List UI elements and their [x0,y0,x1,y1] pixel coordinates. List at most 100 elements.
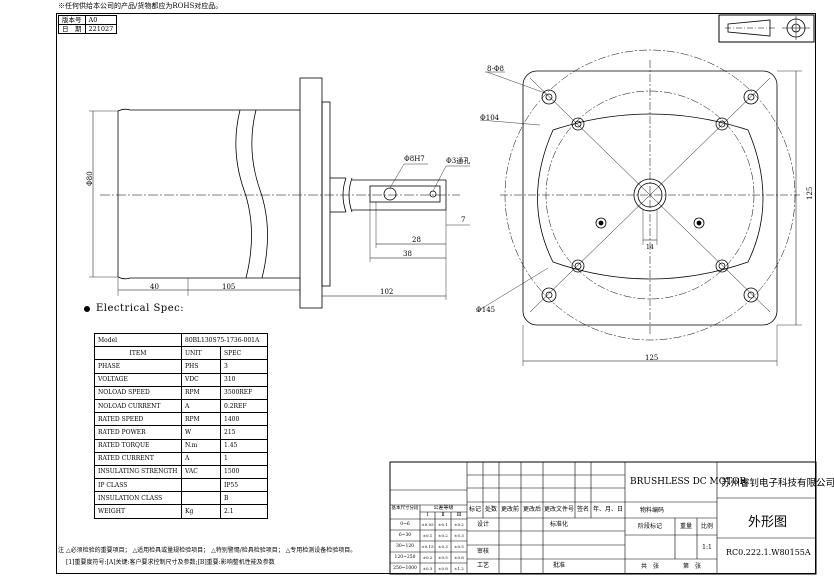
drawing-name: 外形图 [748,515,788,530]
tol-value: ±0.3 [454,533,464,538]
tol-value: ±0.15 [421,544,434,549]
cell-item: RATED SPEED [94,412,182,427]
cell-item: NOLOAD CURRENT [94,398,182,414]
dim-14: 14 [646,244,654,251]
material-code-label: 物料编码 [639,507,664,514]
front-view [475,49,802,366]
cell-unit: Kg [181,504,221,519]
dim-d104: Φ104 [480,114,500,122]
scale-value: 1:1 [702,544,712,551]
product-name: BRUSHLESS DC MOTOR [630,477,747,487]
triangle-icon: △ [211,547,216,554]
cell-item: RATED POWER [94,425,182,440]
date-label: 日 期 [58,24,86,34]
cell-unit: RPM [181,412,221,427]
cell-spec: 1 [220,451,268,466]
weight-label: 重量 [679,523,692,530]
tol-value: ±0.2 [422,555,433,560]
header-unit: UNIT [181,346,221,361]
tol-value: ±0.1 [438,522,448,527]
triangle-icon: △ [65,547,71,554]
tol-value: ±0.8 [454,555,464,560]
tol-grade-1: Ⅰ [426,512,429,518]
cell-unit [181,491,221,506]
total-sheets: 共 张 [640,563,659,570]
dim-d80: Φ80 [86,171,94,186]
cell-item: RATED TORQUE [94,438,182,453]
cell-spec: 3 [220,359,268,374]
cell-spec: 1500 [220,464,268,480]
drawing-number: RC0.222.1.W80155A [726,548,811,557]
design-label: 设计 [476,521,489,528]
tol-value: ±1.2 [454,566,464,571]
process-label: 工艺 [476,562,489,569]
tol-range: 250~1000 [393,566,417,571]
header-item: ITEM [94,346,182,361]
triangle-icon: △ [132,547,138,554]
tol-value: ±0.05 [421,522,434,527]
rev-header: 处数 [484,506,497,513]
side-view [89,77,470,309]
dim-d145: Φ145 [476,306,496,314]
electrical-spec-table: Model 80BL130S75-1736-001A ITEM UNIT SPE… [94,332,268,519]
cell-unit: VAC [181,464,221,480]
dim-holes: 8-Φ8 [487,65,505,73]
dim-38: 38 [403,250,412,258]
cell-unit: A [181,451,221,466]
date-value: 221027 [84,24,118,34]
cell-item: INSULATION CLASS [94,491,182,506]
cell-unit: W [181,425,221,440]
cell-unit [181,478,221,493]
rev-header: 签名 [576,506,589,513]
note-item: 适用检具或量规检验项目； [137,547,210,554]
bullet-icon [84,305,90,312]
rev-header: 更改前 [500,506,519,513]
cell-item: PHASE [94,359,182,374]
footer-note-2: [1]重要度符号:[A]关键:客户要求控制尺寸及参数;[B]重要:影响整机性能及… [66,559,275,566]
scale-label: 比例 [700,523,713,530]
electrical-spec-title: Electrical Spec: [84,303,184,314]
model-label: Model [94,332,182,348]
footer-note: 注 △必须检验的重要项目； △适用检具或量规检验项目； △特别警惕/检具检验项目… [58,546,356,555]
tol-range: 6~30 [398,533,412,538]
tol-header-grade: 公差等级 [433,505,454,511]
tol-grade-2: Ⅱ [441,512,445,518]
table-row: INSULATION CLASS B [94,491,268,506]
projection-symbol [718,14,815,43]
cell-spec: B [220,491,268,506]
note-item: 专用检测设备检验项目。 [290,547,357,554]
stage-mark-label: 阶段标记 [637,523,662,530]
version-value: A0 [84,15,118,25]
tol-range: 120~250 [394,555,416,560]
title-block-grid [389,461,817,575]
tol-value: ±0.2 [438,533,448,538]
cell-spec: 1.45 [220,438,268,453]
tol-value: ±0.8 [438,566,448,571]
dim-125-vertical: 125 [806,186,814,200]
dim-d8h7: Φ8H7 [404,155,425,163]
rev-header: 标记 [468,506,481,513]
cell-item: RATED CURRENT [94,451,182,466]
cell-unit: RPM [181,385,221,400]
dim-105: 105 [222,283,236,291]
sheet-number: 第 张 [682,563,701,570]
tol-value: ±0.5 [438,555,448,560]
cell-unit: N.m [181,438,221,453]
cell-unit: A [181,398,221,414]
triangle-icon: △ [285,547,291,554]
model-value: 80BL130S75-1736-001A [181,332,268,348]
dim-125-horizontal: 125 [645,354,659,362]
electrical-spec-label: Electrical Spec: [96,303,185,314]
cell-spec: 2.1 [220,504,268,519]
cell-item: INSULATING STRENGTH [94,464,182,480]
header-spec: SPEC [220,346,268,361]
cell-item: WEIGHT [94,504,182,519]
